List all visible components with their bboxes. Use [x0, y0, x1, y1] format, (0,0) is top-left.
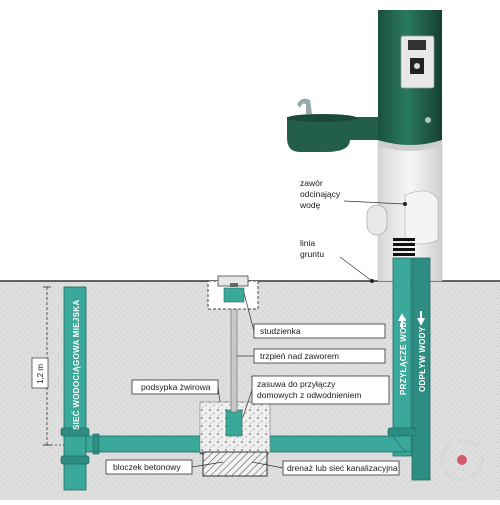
- label-ground-2: gruntu: [300, 249, 324, 259]
- depth-label-box: [31, 357, 49, 389]
- ground-marker: [370, 279, 374, 283]
- label-valve-1: zawór: [300, 178, 323, 188]
- label-valve-3: wodę: [299, 200, 321, 210]
- label-drainage: drenaż lub sieć kanalizacyjna: [287, 463, 398, 473]
- water-drain-pipe: [411, 257, 431, 481]
- valve-marker: [403, 202, 407, 206]
- watermark-logo: [440, 438, 484, 482]
- label-ground-1: linia: [300, 238, 315, 248]
- pipe-sleeve: [393, 238, 415, 256]
- label-valve-cover-1: zasuwa do przyłączy: [257, 379, 336, 389]
- label-box-valve-cover: [251, 375, 390, 405]
- concrete-block: [202, 451, 268, 477]
- valve-box: [207, 275, 259, 310]
- label-stem: trzpień nad zaworem: [260, 351, 339, 361]
- label-valve-cover-2: domowych z odwodnieniem: [257, 390, 361, 400]
- label-water-drain: ODPŁYW WODY: [418, 326, 427, 392]
- fountain: [287, 10, 443, 282]
- depth-dimension: [43, 286, 64, 446]
- label-valve-2: odcinający: [300, 189, 341, 199]
- leader-lines: [191, 200, 405, 469]
- depth-label: 1,2 m: [36, 364, 45, 384]
- arrow-up-icon: [398, 313, 406, 328]
- label-city-water-main: SIEĆ WODOCIĄGOWA MIEJSKA: [72, 300, 81, 430]
- label-gravel: podsypka żwirowa: [141, 382, 211, 392]
- label-well: studzienka: [260, 326, 301, 336]
- label-water-supply: PRZYŁĄCZE WODY: [399, 315, 408, 395]
- water-supply-pipe: [392, 257, 412, 457]
- arrow-down-icon: [417, 311, 425, 326]
- city-water-main-pipe: [63, 286, 87, 491]
- label-concrete: bloczek betonowy: [113, 462, 181, 472]
